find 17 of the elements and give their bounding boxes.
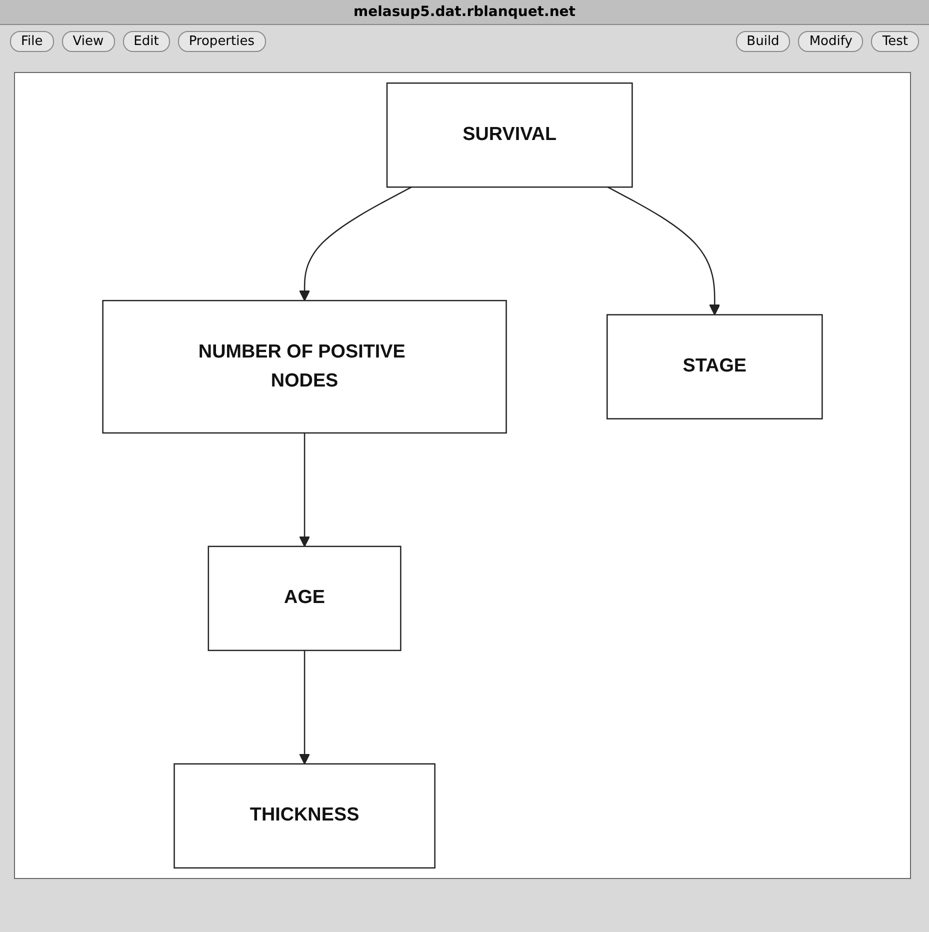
node-box: THICKNESS: [174, 763, 436, 869]
node-box: STAGE: [606, 314, 823, 420]
node-box: NUMBER OF POSITIVE NODES: [102, 300, 507, 434]
menu-button: File: [10, 31, 54, 52]
arrow: [299, 432, 310, 547]
mode-tab: Modify: [798, 31, 864, 52]
arrow: [607, 186, 720, 316]
menu-button: View: [62, 31, 115, 52]
menu-button: Edit: [122, 31, 170, 52]
node-box: SURVIVAL: [386, 82, 633, 188]
mode-tab: Build: [736, 31, 790, 52]
node-box: AGE: [208, 546, 402, 652]
window-title: melasup5.dat.rblanquet.net: [0, 0, 929, 25]
menu-button: Properties: [178, 31, 266, 52]
mode-tab: Test: [871, 31, 919, 52]
arrow: [299, 186, 412, 302]
arrow: [299, 650, 310, 764]
